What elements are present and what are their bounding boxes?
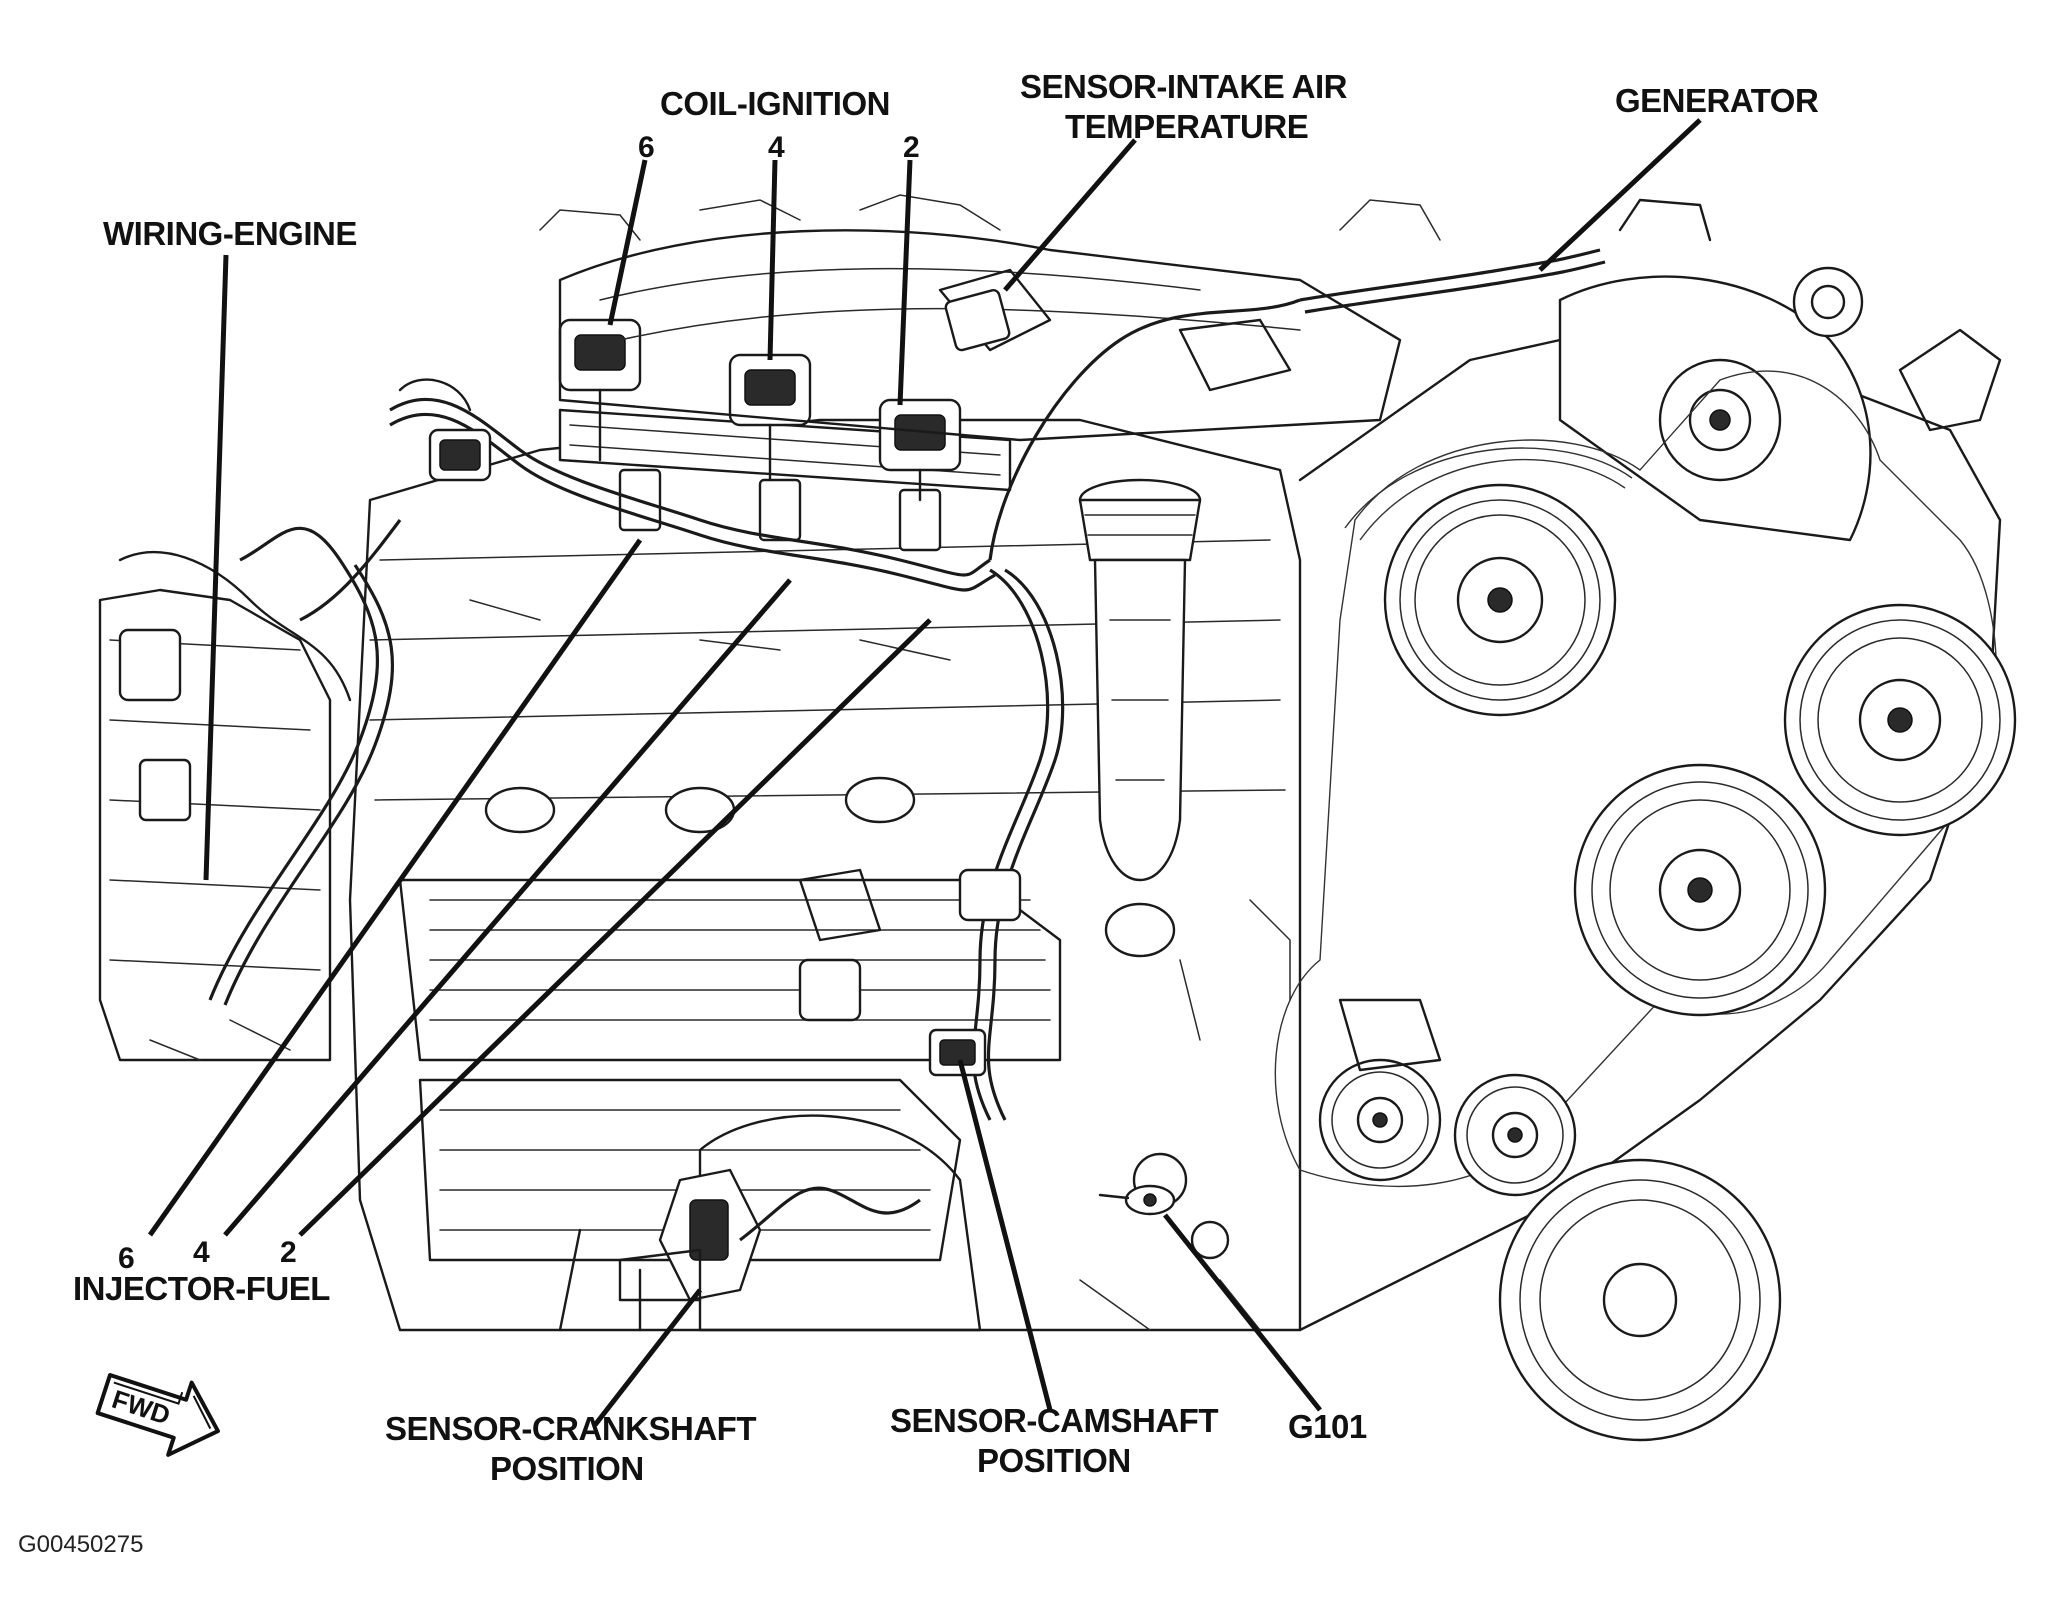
callout-leaders xyxy=(147,118,1702,1427)
label-sensor-iat-line2: TEMPERATURE xyxy=(1065,108,1308,145)
label-coil-ignition: COIL-IGNITION xyxy=(660,85,890,122)
crankshaft-sensor-area xyxy=(558,1168,921,1332)
g101-ground-stud xyxy=(1098,1184,1176,1216)
label-injector-2: 2 xyxy=(280,1236,297,1269)
intake-manifold xyxy=(558,229,1402,442)
label-coil-4: 4 xyxy=(768,131,785,164)
label-injector-6: 6 xyxy=(118,1242,135,1275)
engine-illustration xyxy=(98,194,2017,1442)
label-sensor-ckp-line1: SENSOR-CRANKSHAFT xyxy=(385,1410,756,1447)
label-g101: G101 xyxy=(1288,1408,1367,1445)
oil-filter-housing xyxy=(1078,478,1202,958)
figure-id: G00450275 xyxy=(18,1531,143,1558)
label-sensor-iat-line1: SENSOR-INTAKE AIR xyxy=(1020,68,1348,105)
label-coil-2: 2 xyxy=(903,131,920,164)
label-generator: GENERATOR xyxy=(1615,82,1819,119)
label-coil-6: 6 xyxy=(638,131,655,164)
transmission-area xyxy=(98,551,352,1062)
label-injector-fuel: INJECTOR-FUEL xyxy=(73,1270,330,1307)
fwd-arrow-icon: FWD xyxy=(95,1373,220,1457)
label-injector-4: 4 xyxy=(193,1236,210,1269)
callout-labels: COIL-IGNITION 6 4 2 SENSOR-INTAKE AIR TE… xyxy=(18,68,1819,1558)
label-sensor-cmp-line1: SENSOR-CAMSHAFT xyxy=(890,1402,1218,1439)
label-wiring-engine: WIRING-ENGINE xyxy=(103,215,357,252)
camshaft-sensor-area xyxy=(798,868,1022,1077)
accessory-drive xyxy=(1274,266,2017,1442)
label-sensor-cmp-line2: POSITION xyxy=(977,1442,1131,1479)
label-sensor-ckp-line2: POSITION xyxy=(490,1450,644,1487)
